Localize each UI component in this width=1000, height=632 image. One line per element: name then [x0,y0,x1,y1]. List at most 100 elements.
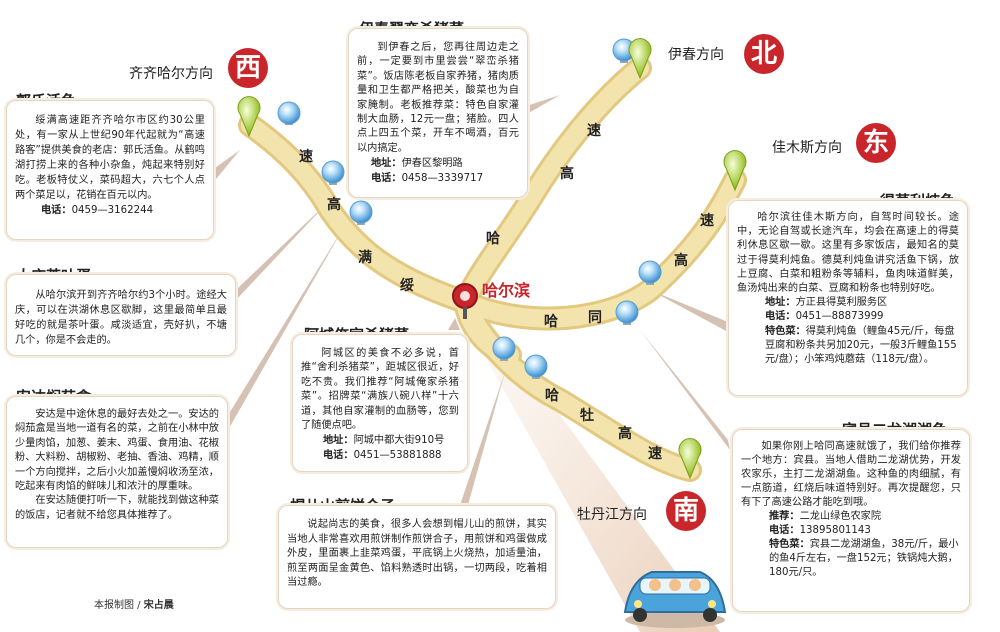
road-west [241,116,474,311]
card-guo: 绥满高速距齐齐哈尔市区约30公里处，有一家从上世纪90年代起就为“高速路客”提供… [6,100,214,240]
direction-pins [237,38,747,480]
connector-yichun [520,95,560,118]
pin-binxian [615,300,639,325]
connector-demoli [650,290,728,332]
south-badge: 南 [666,491,706,531]
demoli-special: 得莫利炖鱼（鲤鱼45元/斤，每盘豆腐和粉条共另加20元，一般3斤鲤鱼155元/盘… [765,325,957,366]
card-maoershan: 说起尚志的美食，很多人会想到帽儿山的煎饼，其实当地人非常喜欢用煎饼制作煎饼合子，… [278,505,556,609]
harbin-pin [452,283,478,319]
connector-anda [225,225,345,430]
highway-south-char: 速 [648,446,662,462]
north-badge: 北 [744,34,784,74]
card-demoli: 哈尔滨往佳木斯方向，自驾时间较长。途中，无论自驾或长途汽车，均会在高速上的得莫利… [728,200,968,396]
highway-east-char: 同 [588,310,602,326]
binxian-rec: 二龙山绿色农家院 [799,511,882,522]
road-north [456,59,649,311]
north-direction-label: 伊春方向 [668,47,724,63]
pin-daqing [349,200,373,225]
highway-east-char: 速 [700,213,714,229]
highway-west-char: 速 [299,149,313,165]
yichun-addr-key: 地址： [371,158,402,170]
south-direction-label: 牡丹江方向 [577,507,647,523]
connector-maoershan [460,372,505,505]
guo-phone: 0459—3162244 [71,205,154,216]
highway-east-char: 哈 [544,314,558,330]
connector-daqing [236,200,330,300]
highway-west-char: 高 [327,197,341,213]
car-light-beam [470,320,720,632]
connector-acheng [448,318,460,330]
road-east [456,171,744,328]
pin-south-green [678,438,702,480]
credit-line: 本报制图 / 宋占晨 [94,596,174,611]
binxian-special: 宾县二龙湖湖鱼，38元/斤，最小的鱼4斤左右，一盘152元；铁锅炖大鹅，180元… [769,539,959,578]
pin-demoli [638,260,662,285]
east-badge: 东 [856,123,896,163]
credit-author: 宋占晨 [143,600,174,611]
pin-west-green [237,96,261,138]
demoli-body: 哈尔滨往佳木斯方向，自驾时间较长。途中，无论自驾或长途汽车，均会在高速上的得莫利… [737,212,959,295]
daqing-body: 从哈尔滨开到齐齐哈尔约3个小时。途经大庆，可以在洪湖休息区歇脚，这里最简单且最好… [15,290,227,346]
demoli-phone-key: 电话： [765,311,796,323]
card-acheng: 阿城区的美食不必多说，首推“舍利杀猪菜”，距城区很近，好吃不贵。我们推荐“阿城俺… [292,334,468,472]
service-pins [277,38,662,379]
city-label-harbin: 哈尔滨 [482,281,531,300]
highway-south-char: 牡 [580,408,594,424]
binxian-special-key: 特色菜： [769,539,810,550]
binxian-phone-key: 电话： [769,525,800,536]
guo-body: 绥满高速距齐齐哈尔市区约30公里处，有一家从上世纪90年代起就为“高速路客”提供… [15,115,205,201]
connector-binxian [640,330,730,450]
acheng-body: 阿城区的美食不必多说，首推“舍利杀猪菜”，距城区很近，好吃不贵。我们推荐“阿城俺… [301,348,459,432]
demoli-addr: 方正县得莫利服务区 [795,297,888,309]
binxian-body: 如果你刚上哈同高速就饿了，我们给你推荐一个地方：宾县。当地人借助二龙湖优势，开发… [741,441,961,508]
demoli-phone: 0451—88873999 [795,311,884,323]
yichun-phone-key: 电话： [371,173,402,185]
highway-north-char: 速 [587,123,601,139]
highway-north-char: 高 [560,166,574,182]
highway-east-char: 高 [674,253,688,269]
binxian-rec-key: 推荐： [769,511,800,522]
pin-guo [277,101,301,125]
demoli-addr-key: 地址： [765,297,796,309]
acheng-addr: 阿城中都大街910号 [353,435,445,447]
credit-prefix: 本报制图 / [94,600,144,611]
east-direction-label: 佳木斯方向 [772,140,842,156]
acheng-addr-line: 地址：阿城中都大街910号 [301,433,459,448]
demoli-phone-line: 电话：0451—88873999 [737,310,959,324]
acheng-phone-key: 电话： [323,450,354,462]
yichun-body: 到伊春之后，您再往周边走之前，一定要到市里尝尝“翠峦杀猪菜”。饭店陈老板自家养猪… [357,42,519,154]
highway-west-char: 满 [358,250,372,266]
pin-maoershan [524,354,548,379]
maoershan-body: 说起尚志的美食，很多人会想到帽儿山的煎饼，其实当地人非常喜欢用煎饼制作煎饼合子，… [287,519,547,588]
binxian-special-line: 特色菜：宾县二龙湖湖鱼，38元/斤，最小的鱼4斤左右，一盘152元；铁锅炖大鹅，… [741,538,961,580]
anda-body2: 在安达随便打听一下，就能找到做这种菜的饭店，记者就不给您具体推荐了。 [15,495,219,521]
card-binxian: 如果你刚上哈同高速就饿了，我们给你推荐一个地方：宾县。当地人借助二龙湖优势，开发… [732,429,970,612]
card-yichun: 到伊春之后，您再往周边走之前，一定要到市里尝尝“翠峦杀猪菜”。饭店陈老板自家养猪… [348,28,528,198]
car-illustration [623,571,727,628]
guo-phone-line: 电话：0459—3162244 [15,203,205,218]
yichun-addr: 伊春区黎明路 [401,158,463,170]
binxian-phone: 13895801143 [799,525,871,536]
west-badge: 西 [228,48,268,88]
connector-lines [212,95,730,505]
pin-acheng [492,336,516,361]
west-direction-label: 齐齐哈尔方向 [129,66,213,82]
demoli-special-key: 特色菜： [765,325,806,337]
binxian-rec-line: 推荐：二龙山绿色农家院 [741,510,961,524]
pin-east-green [723,150,747,192]
pin-west-2 [321,160,345,185]
highway-south-char: 高 [618,426,632,442]
guo-phone-key: 电话： [41,205,72,216]
demoli-special-line: 特色菜：得莫利炖鱼（鲤鱼45元/斤，每盘豆腐和粉条共另加20元，一般3斤鲤鱼15… [737,325,959,368]
binxian-phone-line: 电话：13895801143 [741,524,961,538]
anda-body1: 安达是中途休息的最好去处之一。安达的焖茄盒是当地一道有名的菜，之前在小林中放少量… [15,409,219,493]
connector-guo [212,150,240,184]
yichun-phone-line: 电话：0458—3339717 [357,171,519,186]
highway-west-char: 绥 [400,278,414,294]
highway-south-char: 哈 [545,388,559,404]
highway-north-char: 哈 [486,231,500,247]
acheng-phone: 0451—53881888 [353,450,442,462]
yichun-addr-line: 地址：伊春区黎明路 [357,156,519,171]
card-daqing: 从哈尔滨开到齐齐哈尔约3个小时。途经大庆，可以在洪湖休息区歇脚，这里最简单且最好… [6,274,236,356]
